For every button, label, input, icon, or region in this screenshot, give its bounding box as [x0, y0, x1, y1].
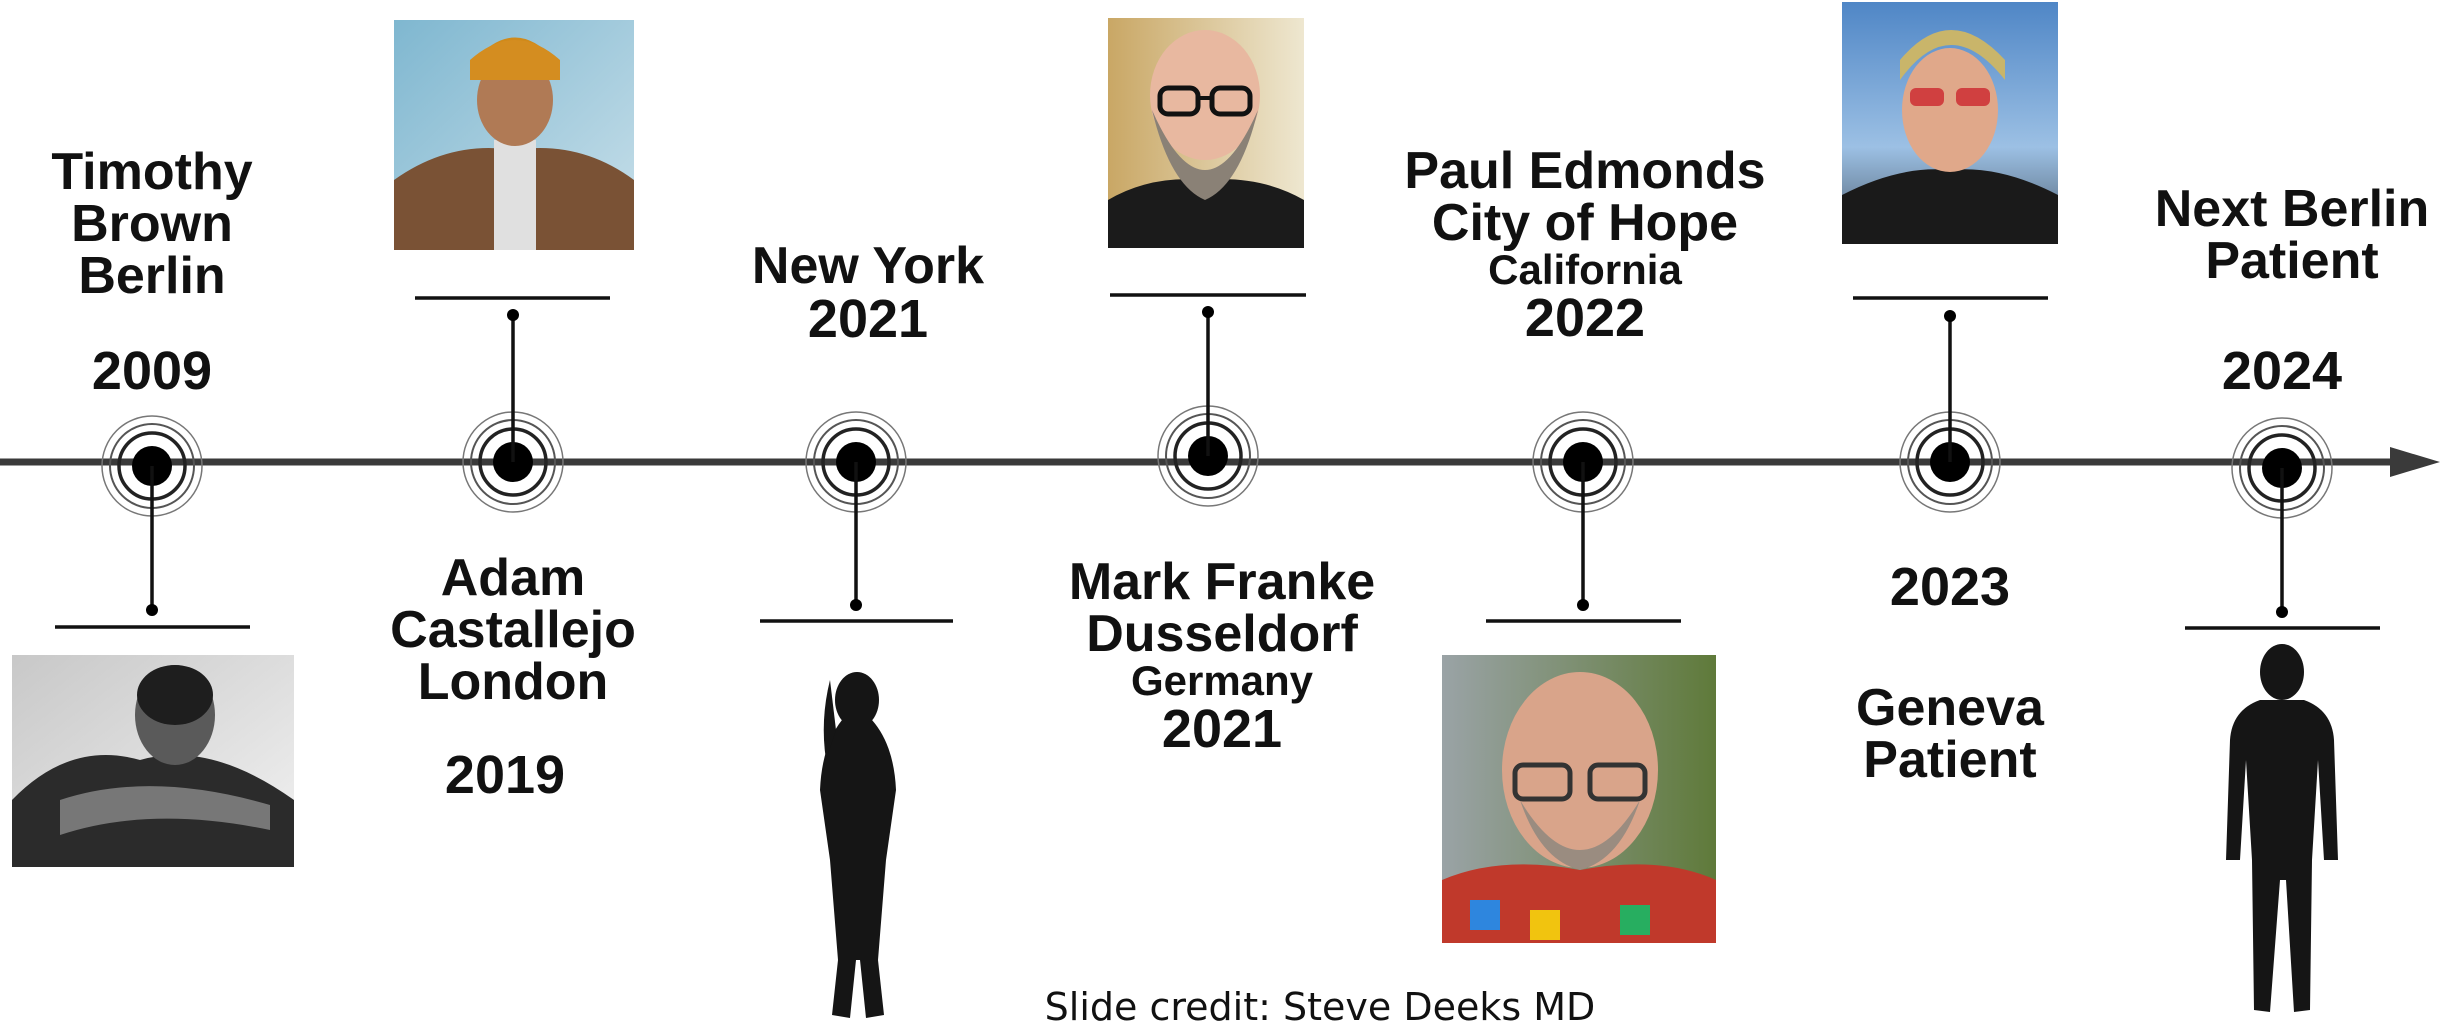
slide-credit: Slide credit: Steve Deeks MD [1044, 985, 1596, 1029]
connector-stems [55, 293, 2380, 630]
event-newyork-name: New York 2021 [752, 240, 984, 346]
arrow-head-icon [2390, 447, 2440, 477]
name-line: Patient [2205, 232, 2379, 290]
man-silhouette-icon [2226, 644, 2338, 1012]
event-paul-name: Paul Edmonds City of Hope California 202… [1404, 145, 1765, 345]
event-timothy-name: Timothy Brown Berlin [51, 146, 252, 302]
name-line: Adam [440, 549, 586, 607]
name-line: Brown [71, 195, 233, 253]
mark-photo [1108, 18, 1304, 248]
geneva-photo [1842, 2, 2058, 244]
year-label: 2021 [1161, 699, 1283, 759]
paul-photo [1442, 655, 1716, 943]
year-label: 2022 [1524, 288, 1646, 348]
event-mark-name: Mark Franke Dusseldorf Germany 2021 [1069, 556, 1375, 756]
timothy-photo [12, 655, 294, 867]
woman-silhouette-icon [820, 672, 896, 1018]
region-label: Germany [1130, 657, 1314, 704]
region-label: California [1488, 246, 1682, 293]
name-line: 2021 [807, 289, 929, 349]
name-line: Berlin [78, 247, 226, 305]
name-line: Dusseldorf [1086, 605, 1358, 663]
event-geneva-year: 2023 [1889, 557, 2011, 617]
name-line: London [417, 653, 609, 711]
name-line: Geneva [1856, 679, 2044, 737]
event-timothy-year: 2009 [91, 341, 213, 401]
event-adam-name: Adam Castallejo London [390, 552, 636, 708]
name-line: Paul Edmonds [1404, 142, 1766, 200]
name-line: Next Berlin [2154, 180, 2430, 238]
name-line: City of Hope [1431, 194, 1739, 252]
name-line: Patient [1863, 731, 2037, 789]
event-geneva-name: Geneva Patient [1856, 682, 2044, 786]
name-line: Mark Franke [1068, 553, 1376, 611]
name-line: New York [751, 237, 985, 295]
adam-photo [394, 20, 634, 250]
name-line: Timothy [51, 143, 253, 201]
name-line: Castallejo [390, 601, 636, 659]
event-next-year: 2024 [2221, 341, 2343, 401]
event-adam-year: 2019 [444, 745, 566, 805]
event-next-name: Next Berlin Patient [2155, 183, 2430, 287]
